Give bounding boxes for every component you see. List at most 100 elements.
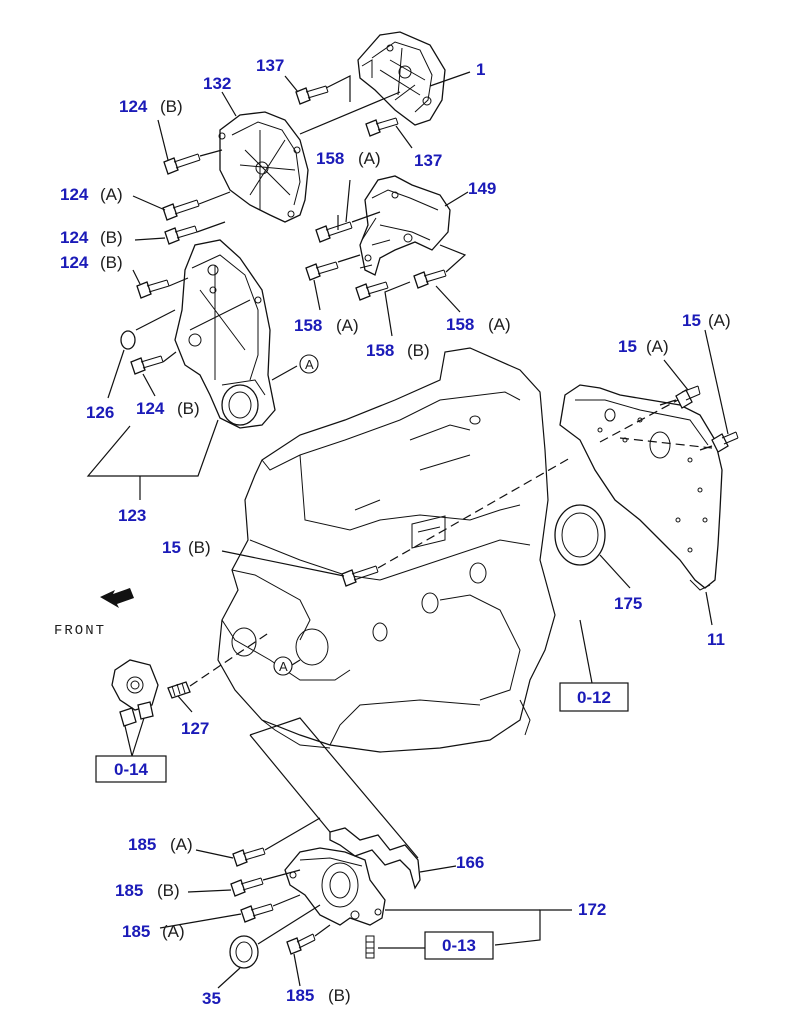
part-number: 158 bbox=[366, 341, 394, 360]
part-number: 158 bbox=[316, 149, 344, 168]
timing-cover-132 bbox=[218, 111, 309, 223]
gasket-166 bbox=[329, 827, 421, 890]
part-suffix: (A) bbox=[358, 149, 381, 168]
oil-seal-35 bbox=[229, 935, 259, 969]
part-label-137-top[interactable]: 137 bbox=[256, 56, 284, 75]
part-number: 126 bbox=[86, 403, 114, 422]
part-label-172[interactable]: 172 bbox=[578, 900, 606, 919]
part-label-158a-right[interactable]: 158 (A) bbox=[446, 315, 511, 334]
part-number: 185 bbox=[286, 986, 314, 1005]
part-number: 158 bbox=[446, 315, 474, 334]
ref-box-label: 0-13 bbox=[442, 936, 476, 955]
part-label-15b[interactable]: 15 (B) bbox=[162, 538, 211, 557]
part-label-175[interactable]: 175 bbox=[614, 594, 642, 613]
part-number: 185 bbox=[128, 835, 156, 854]
part-number: 124 bbox=[119, 97, 148, 116]
part-label-158b[interactable]: 158 (B) bbox=[366, 341, 430, 360]
part-suffix: (B) bbox=[100, 228, 123, 247]
part-suffix: (B) bbox=[177, 399, 200, 418]
part-suffix: (A) bbox=[646, 337, 669, 356]
part-number: 15 bbox=[162, 538, 181, 557]
ref-box-0-13[interactable]: 0-13 bbox=[424, 931, 494, 960]
oil-pump-172 bbox=[284, 847, 386, 926]
part-number: 137 bbox=[414, 151, 442, 170]
ref-marker-a-bottom: A bbox=[273, 656, 293, 676]
part-number: 185 bbox=[122, 922, 150, 941]
part-number: 15 bbox=[618, 337, 637, 356]
front-label: FRONT bbox=[54, 623, 106, 639]
part-label-126[interactable]: 126 bbox=[86, 403, 114, 422]
ref-marker-text: A bbox=[305, 357, 314, 372]
part-suffix: (B) bbox=[188, 538, 211, 557]
part-suffix: (A) bbox=[100, 185, 123, 204]
part-label-137-right[interactable]: 137 bbox=[414, 151, 442, 170]
part-suffix: (B) bbox=[100, 253, 123, 272]
part-label-158a-top[interactable]: 158 (A) bbox=[316, 149, 381, 168]
part-number: 137 bbox=[256, 56, 284, 75]
part-label-127[interactable]: 127 bbox=[181, 719, 209, 738]
part-label-124b-1[interactable]: 124 (B) bbox=[119, 97, 183, 116]
part-label-124a[interactable]: 124 (A) bbox=[60, 185, 123, 204]
ref-box-0-14[interactable]: 0-14 bbox=[95, 755, 167, 783]
part-number: 124 bbox=[60, 253, 89, 272]
part-suffix: (B) bbox=[157, 881, 180, 900]
bracket-149 bbox=[359, 175, 451, 276]
spring-dowel bbox=[365, 935, 375, 959]
timing-cover-1 bbox=[357, 31, 446, 126]
part-label-11[interactable]: 11 bbox=[707, 630, 725, 649]
part-label-124b-2[interactable]: 124 (B) bbox=[60, 228, 123, 247]
part-suffix: (B) bbox=[407, 341, 430, 360]
part-number: 124 bbox=[136, 399, 165, 418]
part-suffix: (B) bbox=[160, 97, 183, 116]
part-label-35[interactable]: 35 bbox=[202, 989, 221, 1008]
ref-box-0-12[interactable]: 0-12 bbox=[559, 682, 629, 712]
part-number: 124 bbox=[60, 185, 89, 204]
part-label-166[interactable]: 166 bbox=[456, 853, 484, 872]
ref-marker-text: A bbox=[279, 659, 288, 674]
part-number: 175 bbox=[614, 594, 642, 613]
ref-box-label: 0-14 bbox=[114, 760, 149, 779]
part-suffix: (A) bbox=[162, 922, 185, 941]
front-direction-arrow-icon bbox=[100, 588, 134, 608]
bolts bbox=[130, 85, 739, 955]
part-label-1[interactable]: 1 bbox=[476, 60, 485, 79]
stud-127 bbox=[167, 681, 191, 699]
part-label-185a-top[interactable]: 185 (A) bbox=[128, 835, 193, 854]
part-label-185b-top[interactable]: 185 (B) bbox=[115, 881, 180, 900]
part-label-149[interactable]: 149 bbox=[468, 179, 496, 198]
part-label-124b-3[interactable]: 124 (B) bbox=[60, 253, 123, 272]
part-suffix: (B) bbox=[328, 986, 351, 1005]
part-number: 158 bbox=[294, 316, 322, 335]
part-suffix: (A) bbox=[170, 835, 193, 854]
part-suffix: (A) bbox=[708, 311, 731, 330]
part-label-15a-inner[interactable]: 15 (A) bbox=[618, 337, 669, 356]
part-label-185a-bottom[interactable]: 185 (A) bbox=[122, 922, 185, 941]
engine-block bbox=[217, 347, 556, 753]
part-number: 132 bbox=[203, 74, 231, 93]
part-number: 124 bbox=[60, 228, 89, 247]
part-number: 166 bbox=[456, 853, 484, 872]
leader-lines bbox=[86, 71, 729, 989]
part-label-123[interactable]: 123 bbox=[118, 506, 146, 525]
part-number: 15 bbox=[682, 311, 701, 330]
part-number: 123 bbox=[118, 506, 146, 525]
pump-component-0-14 bbox=[111, 659, 159, 727]
oil-seal-126 bbox=[120, 330, 136, 350]
part-label-185b-bottom[interactable]: 185 (B) bbox=[286, 986, 351, 1005]
part-label-158a-left[interactable]: 158 (A) bbox=[294, 316, 359, 335]
part-suffix: (A) bbox=[336, 316, 359, 335]
part-number: 127 bbox=[181, 719, 209, 738]
ref-box-label: 0-12 bbox=[577, 688, 611, 707]
ref-marker-a-top: A bbox=[299, 354, 319, 374]
part-number: 149 bbox=[468, 179, 496, 198]
part-label-124b-4[interactable]: 124 (B) bbox=[136, 399, 200, 418]
part-suffix: (A) bbox=[488, 315, 511, 334]
part-label-132[interactable]: 132 bbox=[203, 74, 231, 93]
timing-cover-123 bbox=[174, 239, 276, 429]
part-number: 185 bbox=[115, 881, 143, 900]
oil-seal-175 bbox=[554, 504, 606, 566]
part-number: 35 bbox=[202, 989, 221, 1008]
part-label-15a-outer[interactable]: 15 (A) bbox=[682, 311, 731, 330]
rear-plate-11 bbox=[559, 384, 723, 591]
part-number: 172 bbox=[578, 900, 606, 919]
